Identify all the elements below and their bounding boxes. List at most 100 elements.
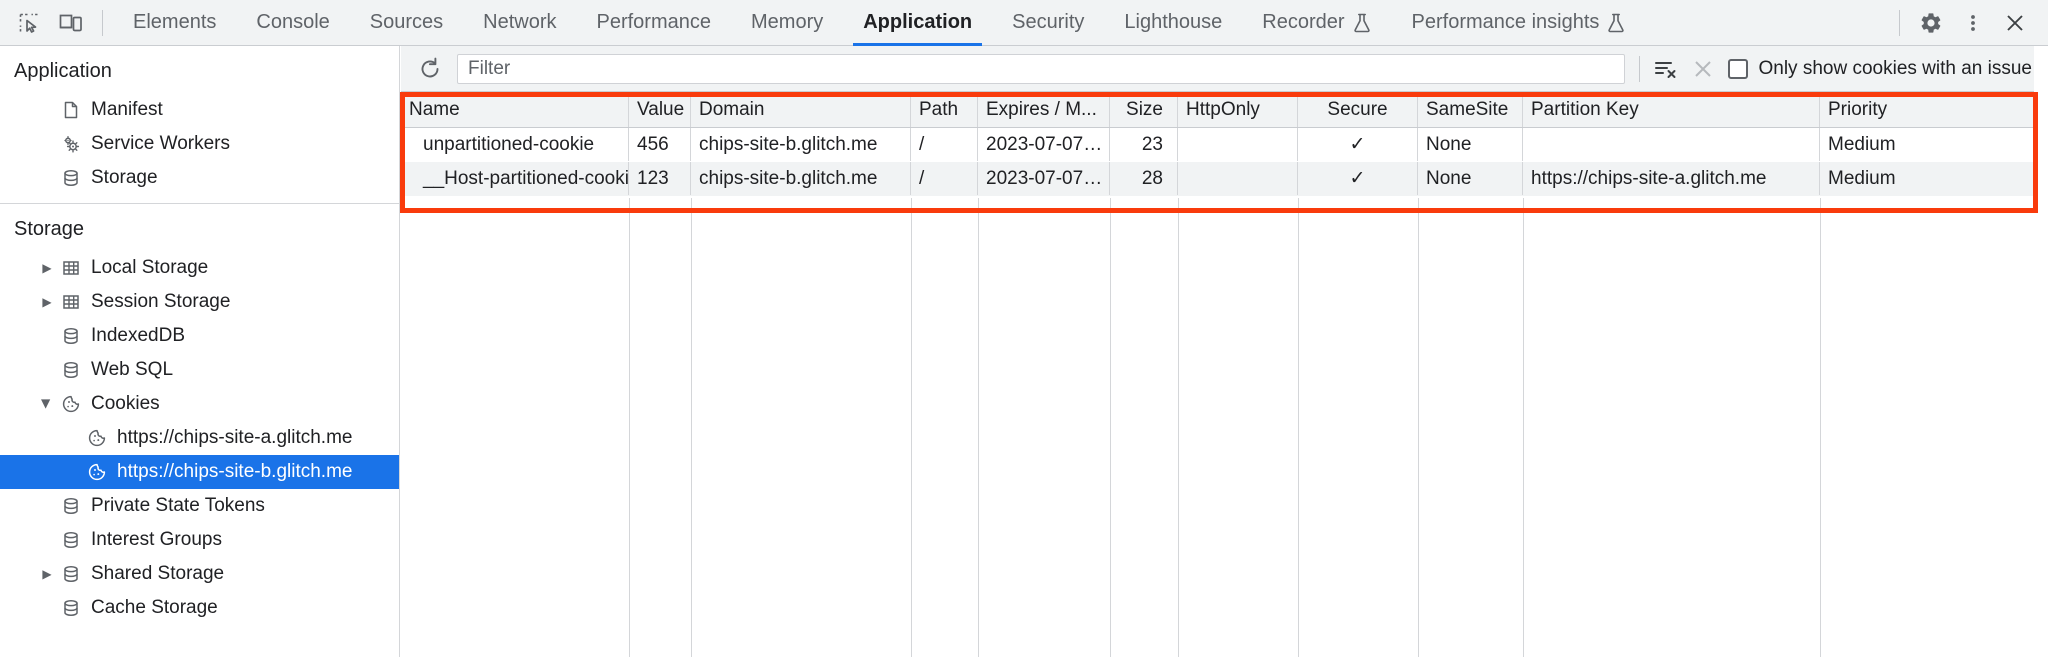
column-header-value[interactable]: Value bbox=[629, 92, 691, 127]
column-separator bbox=[1110, 198, 1111, 657]
database-icon bbox=[58, 326, 84, 346]
column-header-size[interactable]: Size bbox=[1110, 92, 1178, 127]
column-header-httponly[interactable]: HttpOnly bbox=[1178, 92, 1298, 127]
sidebar-item-storage[interactable]: Storage bbox=[0, 161, 399, 195]
sidebar-item-session-storage[interactable]: ▶Session Storage bbox=[0, 285, 399, 319]
gears-icon bbox=[58, 134, 84, 154]
only-show-issues-checkbox[interactable]: Only show cookies with an issue bbox=[1722, 58, 2038, 80]
refresh-icon[interactable] bbox=[411, 50, 449, 88]
cell-httponly bbox=[1178, 128, 1298, 161]
table-icon bbox=[58, 292, 84, 312]
sidebar-item-local-storage[interactable]: ▶ Local Storage bbox=[0, 251, 399, 285]
tab-elements[interactable]: Elements bbox=[113, 0, 236, 46]
column-header-secure[interactable]: Secure bbox=[1298, 92, 1418, 127]
cell-expires: 2023-07-07… bbox=[978, 128, 1110, 161]
column-separator bbox=[691, 198, 692, 657]
tab-label: Memory bbox=[751, 11, 824, 33]
cell-expires: 2023-07-07… bbox=[978, 162, 1110, 195]
sidebar-item-private-state-tokens[interactable]: Private State Tokens bbox=[0, 489, 399, 523]
kebab-menu-icon[interactable] bbox=[1952, 2, 1994, 44]
database-icon bbox=[58, 496, 84, 516]
sidebar-item-label: https://chips-site-a.glitch.me bbox=[117, 427, 353, 448]
empty-grid-columns bbox=[401, 198, 2048, 657]
chevron-right-icon[interactable]: ▶ bbox=[42, 567, 52, 581]
column-header-path[interactable]: Path bbox=[911, 92, 978, 127]
tab-security[interactable]: Security bbox=[992, 0, 1104, 46]
sidebar-item-web-sql[interactable]: Web SQL bbox=[0, 353, 399, 387]
database-icon bbox=[58, 168, 84, 188]
tab-performance-insights[interactable]: Performance insights bbox=[1392, 0, 1647, 46]
sidebar-item-https-chips-site-a-glitch-me[interactable]: https://chips-site-a.glitch.me bbox=[0, 421, 399, 455]
tab-application[interactable]: Application bbox=[843, 0, 992, 46]
cell-priority: Medium bbox=[1828, 167, 1896, 189]
tab-label: Recorder bbox=[1262, 11, 1345, 33]
cell-partition-key: https://chips-site-a.glitch.me bbox=[1523, 162, 1820, 195]
sidebar-item-label: Interest Groups bbox=[91, 529, 222, 550]
sidebar-item-cookies[interactable]: ▶Cookies bbox=[0, 387, 399, 421]
device-toolbar-icon[interactable] bbox=[50, 2, 92, 44]
clear-all-cookies-icon[interactable] bbox=[1646, 50, 1684, 88]
sidebar-item-indexeddb[interactable]: IndexedDB bbox=[0, 319, 399, 353]
tab-label: Elements bbox=[133, 11, 217, 33]
tab-sources[interactable]: Sources bbox=[350, 0, 463, 46]
sidebar-item-service-workers[interactable]: Service Workers bbox=[0, 127, 399, 161]
tab-network[interactable]: Network bbox=[463, 0, 576, 46]
sidebar-item-interest-groups[interactable]: Interest Groups bbox=[0, 523, 399, 557]
cookie-icon bbox=[58, 394, 84, 414]
chevron-right-icon[interactable]: ▶ bbox=[42, 261, 52, 275]
sidebar-item-manifest[interactable]: Manifest bbox=[0, 93, 399, 127]
close-icon[interactable] bbox=[1994, 2, 2036, 44]
cell-domain: chips-site-b.glitch.me bbox=[691, 128, 911, 161]
sidebar-item-label: Local Storage bbox=[91, 257, 209, 278]
toolbar-divider-right bbox=[1899, 9, 1900, 36]
tab-console[interactable]: Console bbox=[236, 0, 349, 46]
column-header-name[interactable]: Name bbox=[401, 92, 629, 127]
database-icon bbox=[58, 360, 84, 380]
tab-label: Security bbox=[1012, 11, 1085, 33]
column-separator bbox=[1523, 198, 1524, 657]
sidebar-item-shared-storage[interactable]: ▶Shared Storage bbox=[0, 557, 399, 591]
gear-icon[interactable] bbox=[1910, 2, 1952, 44]
tab-lighthouse[interactable]: Lighthouse bbox=[1104, 0, 1242, 46]
tab-memory[interactable]: Memory bbox=[731, 0, 843, 46]
cell-path: / bbox=[911, 162, 978, 195]
column-header-expires[interactable]: Expires / M... bbox=[978, 92, 1110, 127]
sidebar-section-application-title: Application bbox=[14, 60, 112, 82]
cell-value: 456 bbox=[629, 128, 691, 161]
chevron-right-icon[interactable]: ▶ bbox=[42, 295, 52, 309]
sidebar-item-label: Private State Tokens bbox=[91, 495, 265, 516]
toolbar-divider bbox=[102, 9, 103, 36]
cookies-filter-toolbar: Only show cookies with an issue bbox=[401, 46, 2048, 92]
cell-httponly bbox=[1178, 162, 1298, 195]
clear-icon[interactable] bbox=[1684, 50, 1722, 88]
column-separator bbox=[1178, 198, 1179, 657]
sidebar-item-cache-storage[interactable]: Cache Storage bbox=[0, 591, 399, 625]
sidebar-item-label: Cache Storage bbox=[91, 597, 218, 618]
tab-performance[interactable]: Performance bbox=[577, 0, 732, 46]
column-header-samesite[interactable]: SameSite bbox=[1418, 92, 1523, 127]
sidebar-item-label: https://chips-site-b.glitch.me bbox=[117, 461, 353, 482]
inspect-element-icon[interactable] bbox=[8, 2, 50, 44]
column-header-priority[interactable]: Priority bbox=[1828, 98, 1888, 120]
sidebar-divider bbox=[0, 203, 399, 204]
tab-recorder[interactable]: Recorder bbox=[1242, 0, 1391, 46]
column-header-partition-key[interactable]: Partition Key bbox=[1523, 92, 1820, 127]
cookies-panel: Only show cookies with an issue NameValu… bbox=[401, 46, 2048, 657]
chevron-down-icon[interactable]: ▶ bbox=[39, 399, 54, 409]
column-header-domain[interactable]: Domain bbox=[691, 92, 911, 127]
filter-input[interactable] bbox=[457, 53, 1626, 84]
table-icon bbox=[58, 258, 84, 278]
tab-label: Network bbox=[483, 11, 557, 33]
tab-label: Lighthouse bbox=[1124, 11, 1223, 33]
panel-scrollbar[interactable] bbox=[2034, 46, 2048, 657]
checkbox-box[interactable] bbox=[1728, 58, 1749, 79]
cell-size: 28 bbox=[1110, 162, 1178, 195]
sidebar-item-https-chips-site-b-glitch-me[interactable]: https://chips-site-b.glitch.me bbox=[0, 455, 399, 489]
